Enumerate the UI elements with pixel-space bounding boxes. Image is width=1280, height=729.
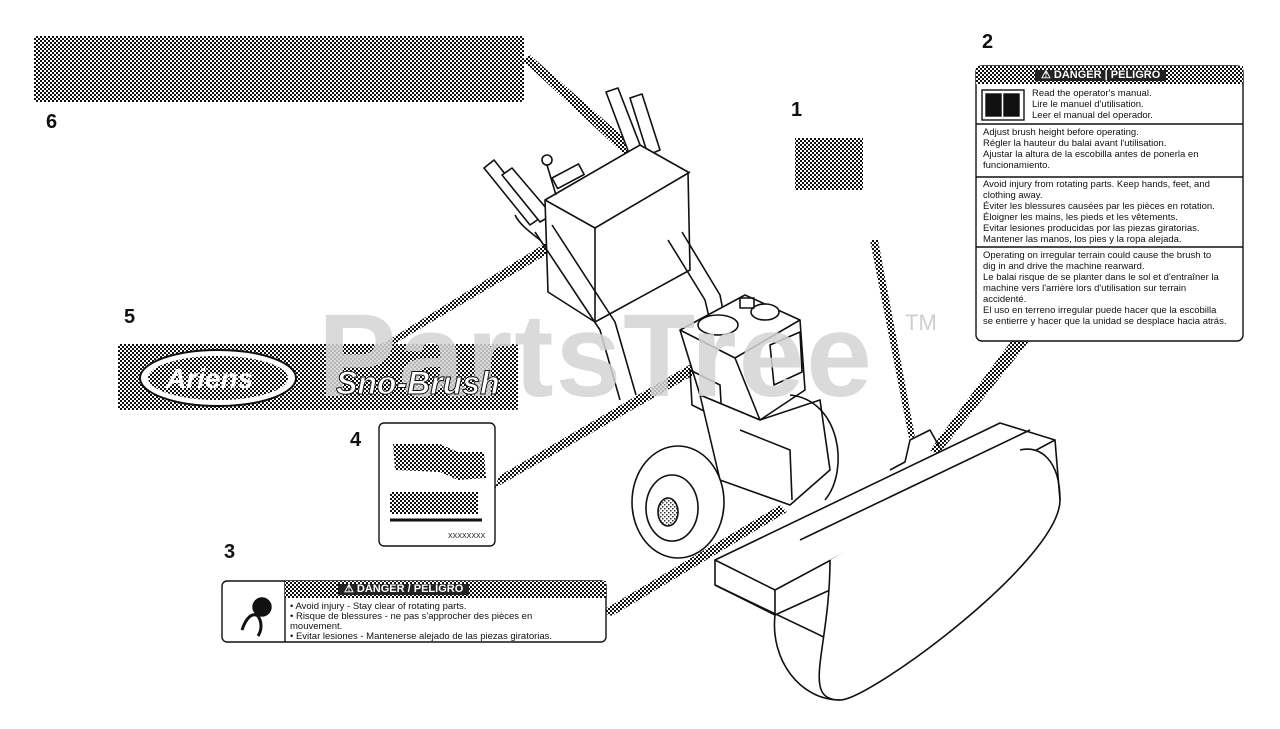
- decal-3-line: • Risque de blessures - ne pas s'approch…: [290, 611, 533, 622]
- decal-1: [795, 138, 863, 190]
- decal-2-rotating-line: clothing away.: [983, 190, 1043, 201]
- decal-2-header: ⚠ DANGER | PELIGRO: [1035, 70, 1167, 81]
- decal-2-rotating-line: Éviter les blessures causées par les piè…: [983, 201, 1215, 212]
- decal-2-terrain-line: accidenté.: [983, 294, 1027, 305]
- decal-2-brush-line: Ajustar la altura de la escobilla antes …: [983, 149, 1199, 160]
- decal-2-terrain-line: se entierre y hacer que la unidad se des…: [983, 316, 1227, 327]
- decal-4-code: XXXXXXXX: [448, 533, 486, 540]
- decal-2-rotating-line: Evitar lesiones producidas por las pieza…: [983, 223, 1200, 234]
- callout-3: 3: [224, 541, 236, 563]
- decal-5-brand: Ariens: [166, 363, 254, 394]
- decal-3-line: • Evitar lesiones - Mantenerse alejado d…: [290, 631, 553, 642]
- decal-2-manual-es: Leer el manual del operador.: [1032, 110, 1153, 121]
- decal-4: [378, 422, 496, 547]
- decal-6: [34, 36, 524, 102]
- decal-2-rotating-line: Mantener las manos, los pies y la ropa a…: [983, 234, 1182, 245]
- decal-2-brush-line: funcionamiento.: [983, 160, 1051, 171]
- decal-5: [118, 344, 518, 410]
- callout-1: 1: [791, 99, 803, 121]
- leader-lines: [350, 55, 1030, 616]
- decal-2-terrain-line: El uso en terreno irregular puede hacer …: [983, 305, 1217, 316]
- decal-2-manual-fr: Lire le manuel d'utilisation.: [1032, 99, 1144, 110]
- machine-illustration: [483, 87, 1061, 701]
- decal-2-rotating-line: Avoid injury from rotating parts. Keep h…: [983, 179, 1210, 190]
- callout-2: 2: [982, 31, 994, 53]
- decal-2-terrain-line: Le balai risque de se planter dans le so…: [983, 272, 1219, 283]
- decal-2-terrain-line: dig in and drive the machine rearward.: [983, 261, 1145, 272]
- decal-2-terrain-line: Operating on irregular terrain could cau…: [983, 250, 1212, 261]
- watermark: PartsTree: [318, 290, 874, 422]
- decal-2-brush-line: Régler la hauteur du balai avant l'utili…: [983, 138, 1167, 149]
- decal-2-rotating-line: Éloigner les mains, les pieds et les vêt…: [983, 212, 1178, 223]
- callout-5: 5: [124, 306, 136, 328]
- decal-3-header: ⚠ DANGER / PELIGRO: [338, 584, 470, 595]
- decal-2-manual-en: Read the operator's manual.: [1032, 88, 1152, 99]
- decal-2-brush-line: Adjust brush height before operating.: [983, 127, 1139, 138]
- decal-2-terrain-line: machine vers l'arrière lors d'utilisatio…: [983, 283, 1187, 294]
- callout-6: 6: [46, 111, 58, 133]
- trademark-mark: TM: [905, 310, 937, 335]
- decal-3-line: mouvement.: [290, 621, 343, 632]
- decal-3-line: • Avoid injury - Stay clear of rotating …: [290, 601, 467, 612]
- decal-5-product: Sno-Brush: [336, 365, 501, 401]
- callout-4: 4: [350, 429, 362, 451]
